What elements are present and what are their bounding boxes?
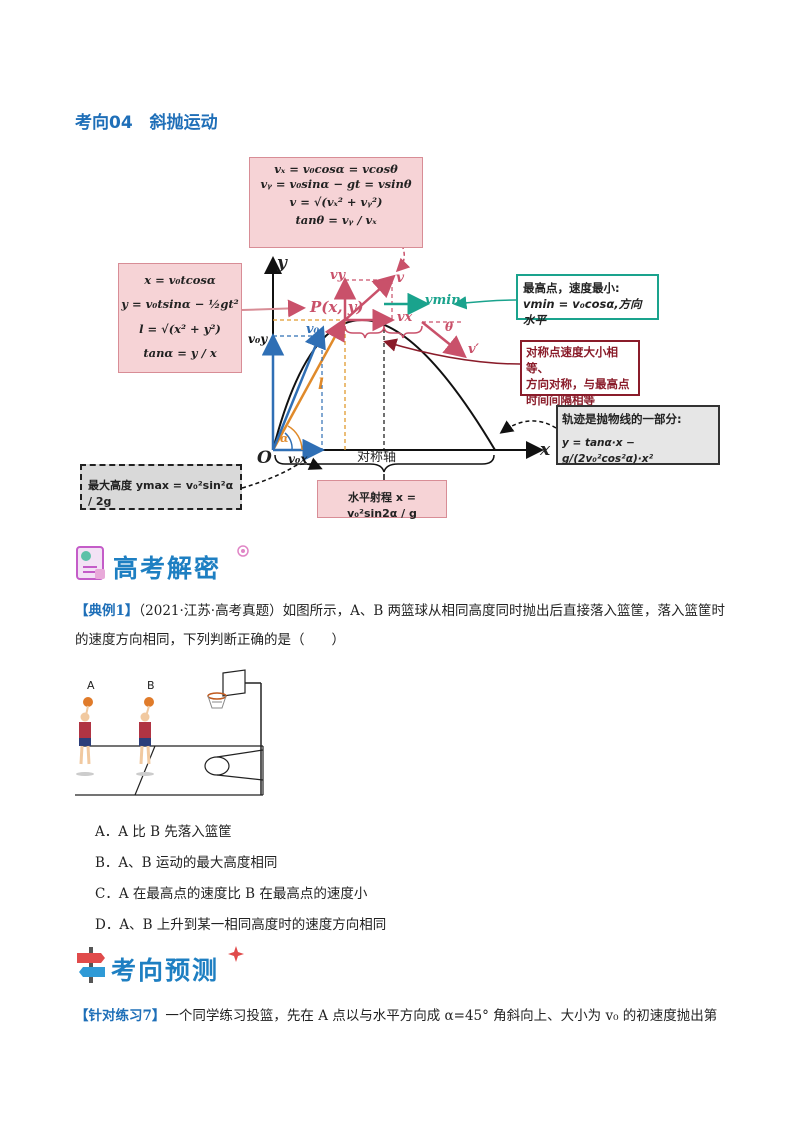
- trajectory-box: 轨迹是抛物线的一部分: y = tanα·x − g/(2v₀²cos²α)·x…: [556, 405, 720, 465]
- example-1-paragraph: 【典例1】（2021·江苏·高考真题）如图所示，A、B 两篮球从相同高度同时抛出…: [75, 597, 735, 655]
- top-point-box: 最高点，速度最小: vmin = v₀cosα,方向水平: [516, 274, 659, 327]
- option-a: A．A 比 B 先落入篮筐: [95, 824, 232, 840]
- section-title: 考向04 斜抛运动: [75, 113, 218, 133]
- practice-7-tag: 【针对练习7】: [75, 1008, 166, 1024]
- y-axis-label: y: [277, 253, 287, 273]
- v0y-label: v₀y: [248, 332, 268, 346]
- p-label: P(x, y): [310, 298, 364, 316]
- x-axis-label: x: [540, 440, 551, 460]
- vx-label: vx: [397, 310, 413, 325]
- origin-label: O: [257, 448, 272, 468]
- diagram-svg: [241, 244, 557, 489]
- example-1-text: （2021·江苏·高考真题）如图所示，A、B 两篮球从相同高度同时抛出后直接落入…: [75, 603, 726, 648]
- theta-label: θ: [445, 320, 454, 334]
- option-b: B．A、B 运动的最大高度相同: [95, 855, 278, 871]
- position-formula-box: x = v₀tcosα y = v₀tsinα − ½gt² l = √(x² …: [118, 263, 242, 373]
- vy-label: vy: [330, 268, 346, 283]
- alpha-label: α: [280, 432, 289, 445]
- example-1-tag: 【典例1】: [75, 603, 139, 619]
- practice-7-paragraph: 【针对练习7】一个同学练习投篮，先在 A 点以与水平方向成 α=45° 角斜向上…: [75, 1002, 735, 1031]
- banner-prediction: 考向预测: [75, 945, 255, 987]
- v-vector: [344, 274, 396, 321]
- document-icon: [76, 546, 105, 580]
- banner-prediction-text: 考向预测: [111, 956, 220, 985]
- l-vector: [271, 317, 346, 451]
- vprime-label: v′: [468, 342, 479, 357]
- vmin-label: vmin: [425, 293, 461, 308]
- option-c: C．A 在最高点的速度比 B 在最高点的速度小: [95, 886, 368, 902]
- v-label: v: [396, 270, 405, 286]
- basketball-figure: A B: [75, 668, 265, 796]
- velocity-formula-box: vₓ = v₀cosα = vcosθ vᵧ = v₀sinα − gt = v…: [249, 157, 423, 248]
- signpost-icon: [77, 947, 105, 983]
- projectile-diagram: vₓ = v₀cosα = vcosθ vᵧ = v₀sinα − gt = v…: [70, 150, 750, 530]
- sparkle-icon: [228, 946, 244, 962]
- l-label: l: [318, 375, 324, 393]
- range-box: 水平射程 x = v₀²sin2α / g: [317, 480, 447, 520]
- banner-gaokao: 高考解密: [75, 545, 255, 585]
- banner-gaokao-text: 高考解密: [113, 554, 222, 583]
- v0x-label: v₀x: [288, 452, 308, 466]
- symmetry-axis-label: 对称轴: [357, 450, 397, 465]
- practice-7-text: 一个同学练习投篮，先在 A 点以与水平方向成 α=45° 角斜向上、大小为 v₀…: [165, 1008, 718, 1024]
- symmetry-box: 对称点速度大小相等、 方向对称，与最高点 时间间隔相等: [520, 340, 640, 407]
- basketball-scene-svg: [75, 669, 264, 796]
- v0-label: v₀: [306, 322, 320, 337]
- player-a-label: A: [87, 679, 95, 692]
- player-b-label: B: [147, 679, 155, 692]
- v0-vector: [271, 325, 326, 451]
- option-d: D．A、B 上升到某一相同高度时的速度方向相同: [95, 917, 387, 933]
- max-height-box: 最大高度 ymax = v₀²sin²α / 2g: [80, 464, 242, 510]
- sparkle-icon: [237, 545, 249, 557]
